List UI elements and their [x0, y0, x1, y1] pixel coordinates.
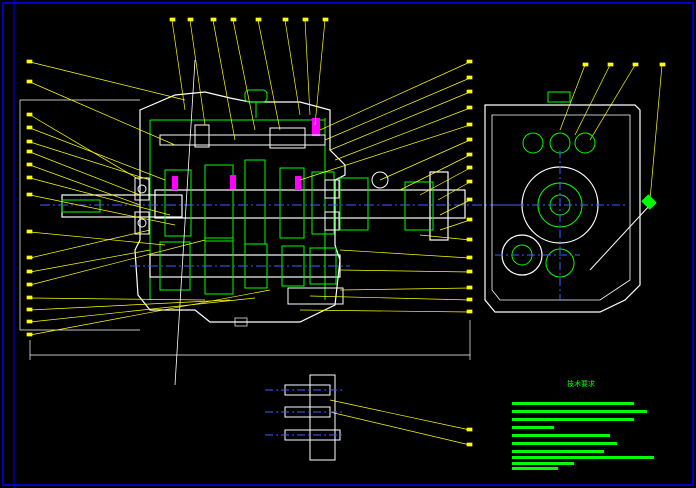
transmission-side-view	[484, 91, 657, 313]
input-shaft-spline	[61, 199, 101, 213]
shift-rails	[159, 124, 326, 149]
shift-cover-cap	[547, 91, 571, 103]
balloon-leader-lines	[26, 17, 666, 447]
upper-shift-boss-3	[574, 132, 596, 154]
side-view-leaders	[559, 62, 666, 201]
dipstick-handle	[641, 194, 657, 210]
transmission-main-section-view	[19, 59, 520, 386]
output-yoke	[404, 181, 434, 231]
tech-notes-lines	[512, 402, 654, 470]
right-leaders	[299, 59, 473, 314]
tech-notes-title: 技术要求	[567, 379, 595, 388]
side-housing-outline	[484, 104, 641, 313]
shift-rail-detail-view	[265, 374, 345, 461]
synchronizer-rings	[172, 118, 320, 190]
dimension-lines	[19, 99, 471, 360]
detail-centerlines	[265, 389, 345, 436]
main-shaft	[154, 189, 466, 219]
vertical-centerline	[174, 59, 196, 386]
detail-housing-block	[309, 374, 336, 461]
main-shaft-gears	[164, 159, 369, 245]
speedometer-gear	[371, 171, 389, 189]
dipstick	[589, 204, 651, 271]
detail-leaders	[329, 399, 473, 447]
top-leaders	[169, 17, 329, 141]
upper-shift-boss	[522, 132, 544, 154]
left-leaders	[26, 59, 271, 337]
technical-requirements-block: 技术要求	[512, 379, 654, 470]
output-flange	[429, 171, 449, 241]
reverse-idler-shaft	[287, 287, 344, 305]
bearings	[134, 177, 340, 235]
side-housing-inner	[491, 114, 631, 301]
